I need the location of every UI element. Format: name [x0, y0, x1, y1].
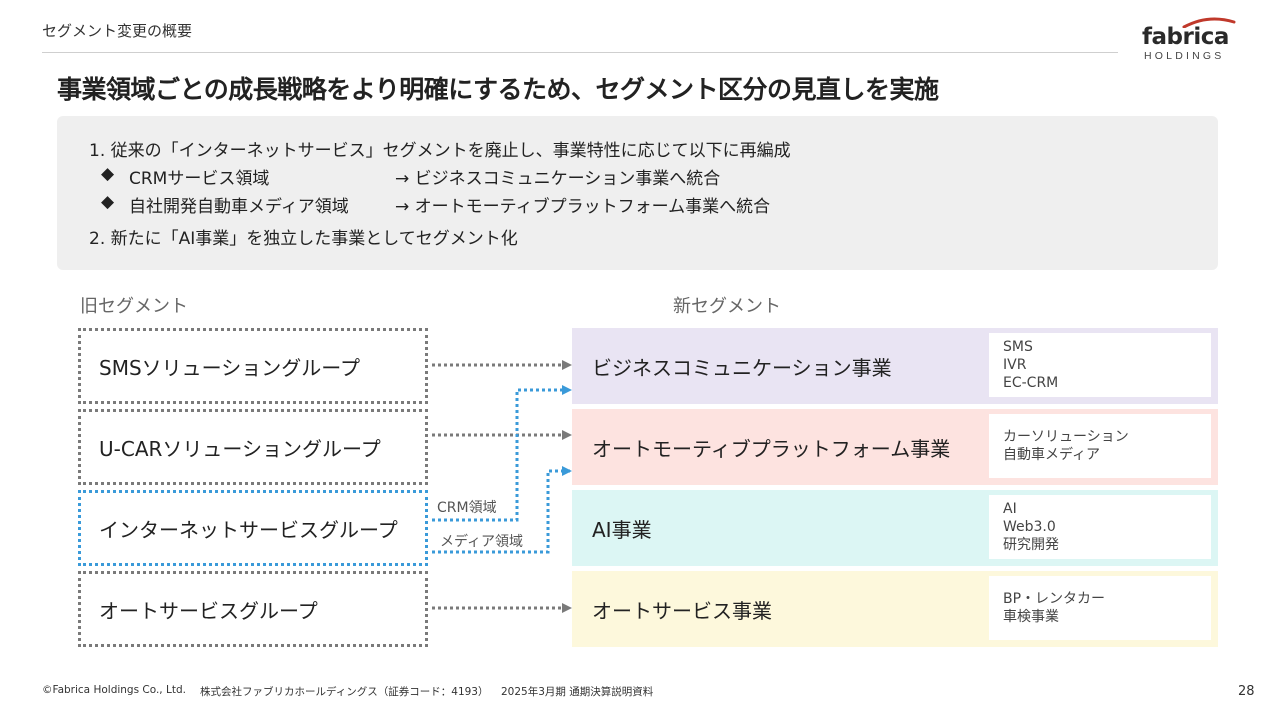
summary-box: 1. 従来の「インターネットサービス」セグメントを廃止し、事業特性に応じて以下に… [57, 116, 1218, 270]
new-segment-label: オートサービス事業 [592, 598, 772, 623]
new-segment-label: ビジネスコミュニケーション事業 [592, 355, 892, 380]
summary-bullet-2: ◆ 自社開発自動車メディア領域 → オートモーティブプラットフォーム事業へ統合 [101, 192, 770, 217]
new-segment-details: カーソリューション 自動車メディア [989, 414, 1211, 478]
bullet-2-target: → オートモーティブプラットフォーム事業へ統合 [395, 197, 771, 217]
detail-item: 自動車メディア [1003, 447, 1101, 463]
bullet-1-label: CRMサービス領域 [129, 169, 270, 189]
new-segment-details: SMS IVR EC-CRM [989, 333, 1211, 397]
old-segment-heading: 旧セグメント [80, 296, 188, 317]
detail-item: BP・レンタカー [1003, 591, 1106, 607]
new-segment-auto-service: オートサービス事業 BP・レンタカー 車検事業 [572, 571, 1218, 647]
new-segment-heading: 新セグメント [673, 296, 781, 317]
new-segment-business-communication: ビジネスコミュニケーション事業 SMS IVR EC-CRM [572, 328, 1218, 404]
old-segment-label: U-CARソリューショングループ [99, 436, 381, 461]
new-segment-details: AI Web3.0 研究開発 [989, 495, 1211, 559]
old-segment-internet-service: インターネットサービスグループ [78, 490, 428, 566]
detail-item: Web3.0 [1003, 519, 1056, 535]
old-segment-ucar: U-CARソリューショングループ [78, 409, 428, 485]
diamond-bullet-icon: ◆ [101, 164, 115, 184]
detail-item: IVR [1003, 357, 1027, 373]
logo-swoosh-icon [1182, 17, 1236, 28]
page-title: 事業領域ごとの成長戦略をより明確にするため、セグメント区分の見直しを実施 [57, 75, 939, 104]
section-title: セグメント変更の概要 [42, 22, 193, 40]
logo-wordmark: fabrica [1142, 24, 1229, 50]
detail-item: SMS [1003, 339, 1033, 355]
old-segment-auto-service: オートサービスグループ [78, 571, 428, 647]
new-segment-details: BP・レンタカー 車検事業 [989, 576, 1211, 640]
new-segment-label: AI事業 [592, 517, 652, 542]
bullet-2-label: 自社開発自動車メディア領域 [129, 197, 349, 217]
company-logo: fabrica HOLDINGS [1142, 16, 1242, 62]
arrow-media-to-automotive [432, 466, 572, 554]
diamond-bullet-icon: ◆ [101, 192, 115, 212]
crm-domain-label: CRM領域 [437, 500, 497, 516]
summary-point-2: 2. 新たに「AI事業」を独立した事業としてセグメント化 [89, 229, 518, 249]
footer-company: 株式会社ファブリカホールディングス（証券コード：4193） [200, 686, 489, 698]
detail-item: EC-CRM [1003, 375, 1059, 391]
header-divider [42, 52, 1118, 53]
footer-copyright: ©Fabrica Holdings Co., Ltd. [42, 684, 186, 696]
detail-item: カーソリューション [1003, 429, 1129, 445]
old-segment-label: オートサービスグループ [99, 598, 318, 623]
old-segment-sms: SMSソリューショングループ [78, 328, 428, 404]
media-domain-label: メディア領域 [440, 534, 524, 550]
new-segment-label: オートモーティブプラットフォーム事業 [592, 436, 951, 461]
page-number: 28 [1238, 684, 1255, 699]
detail-item: 研究開発 [1003, 537, 1059, 553]
new-segment-automotive-platform: オートモーティブプラットフォーム事業 カーソリューション 自動車メディア [572, 409, 1218, 485]
old-segment-label: SMSソリューショングループ [99, 355, 361, 380]
summary-bullet-1: ◆ CRMサービス領域 → ビジネスコミュニケーション事業へ統合 [101, 164, 720, 189]
new-segment-ai: AI事業 AI Web3.0 研究開発 [572, 490, 1218, 566]
detail-item: AI [1003, 501, 1017, 517]
summary-point-1: 1. 従来の「インターネットサービス」セグメントを廃止し、事業特性に応じて以下に… [89, 141, 791, 161]
old-segment-label: インターネットサービスグループ [99, 517, 398, 542]
arrow-crm-to-business-communication [432, 385, 572, 522]
detail-item: 車検事業 [1003, 609, 1059, 625]
bullet-1-target: → ビジネスコミュニケーション事業へ統合 [395, 169, 721, 189]
footer-document: 2025年3月期 通期決算説明資料 [501, 686, 654, 698]
logo-subtitle: HOLDINGS [1144, 50, 1225, 62]
